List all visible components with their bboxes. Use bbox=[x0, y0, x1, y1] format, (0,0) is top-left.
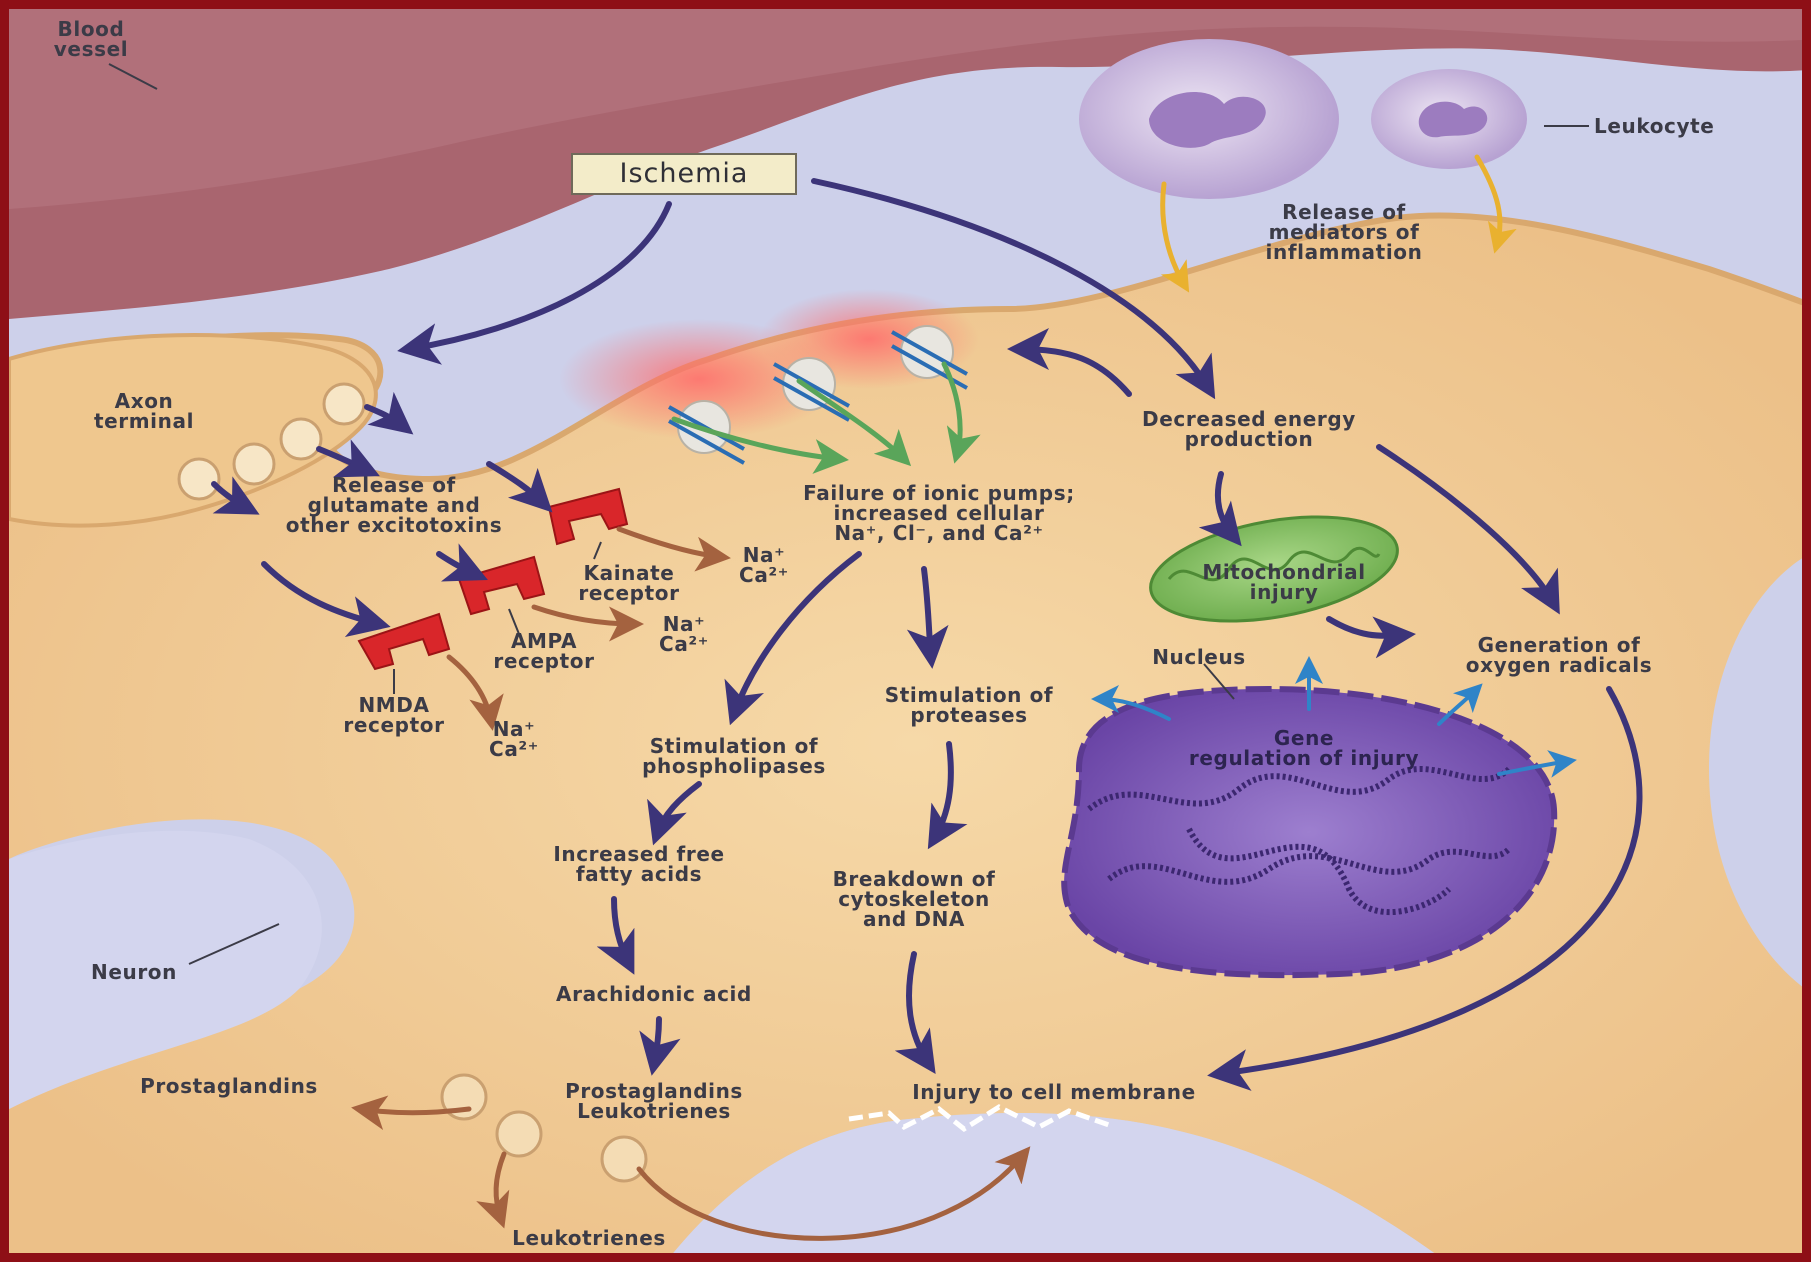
label-ampa-receptor: AMPA receptor bbox=[479, 631, 609, 671]
label-prostaglandins: Prostaglandins bbox=[104, 1076, 354, 1096]
label-arachidonic: Arachidonic acid bbox=[514, 984, 794, 1004]
label-blood-vessel: Blood vessel bbox=[41, 19, 141, 59]
arrow-leukocyte-1 bbox=[1163, 184, 1184, 284]
label-nucleus: Nucleus bbox=[1129, 647, 1269, 667]
label-release-glutamate: Release of glutamate and other excitotox… bbox=[249, 475, 539, 535]
label-free-fatty-acids: Increased free fatty acids bbox=[519, 844, 759, 884]
label-failure-pumps: Failure of ionic pumps; increased cellul… bbox=[744, 483, 1134, 543]
leukocyte-small bbox=[1371, 69, 1527, 169]
label-mitochondrial-injury: Mitochondrial injury bbox=[1159, 562, 1409, 602]
label-neuron: Neuron bbox=[69, 962, 199, 982]
label-leukotrienes: Leukotrienes bbox=[469, 1228, 709, 1248]
ischemia-title: Ischemia bbox=[571, 153, 797, 195]
label-nmda-receptor: NMDA receptor bbox=[329, 695, 459, 735]
label-ions-nmda: Na⁺ Ca²⁺ bbox=[469, 719, 559, 759]
label-kainate-receptor: Kainate receptor bbox=[564, 563, 694, 603]
label-prost-leuko: Prostaglandins Leukotrienes bbox=[529, 1081, 779, 1121]
label-leukocyte: Leukocyte bbox=[1594, 116, 1764, 136]
arrow-vesicle-1 bbox=[367, 407, 404, 427]
label-stim-phospholipases: Stimulation of phospholipases bbox=[599, 736, 869, 776]
label-decreased-energy: Decreased energy production bbox=[1099, 409, 1399, 449]
label-gene-regulation: Gene regulation of injury bbox=[1139, 728, 1469, 768]
label-stim-proteases: Stimulation of proteases bbox=[854, 685, 1084, 725]
label-ions-ampa: Na⁺ Ca²⁺ bbox=[639, 614, 729, 654]
label-injury-membrane: Injury to cell membrane bbox=[869, 1082, 1239, 1102]
label-ions-kainate: Na⁺ Ca²⁺ bbox=[719, 545, 809, 585]
label-breakdown: Breakdown of cytoskeleton and DNA bbox=[799, 869, 1029, 929]
label-generation-radicals: Generation of oxygen radicals bbox=[1419, 635, 1699, 675]
label-axon-terminal: Axon terminal bbox=[69, 391, 219, 431]
leukocyte-large bbox=[1079, 39, 1339, 199]
label-release-mediators: Release of mediators of inflammation bbox=[1224, 202, 1464, 262]
